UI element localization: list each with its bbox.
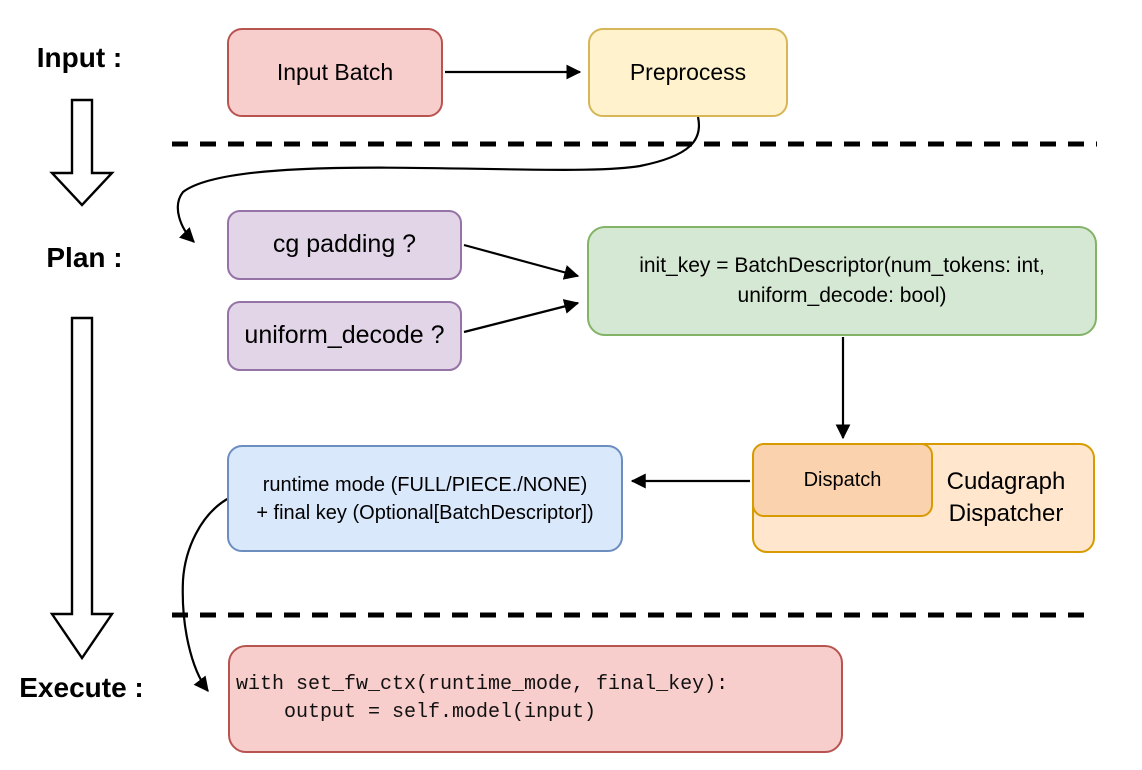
node-input-batch-label: Input Batch <box>276 59 394 86</box>
node-init-key: init_key = BatchDescriptor(num_tokens: i… <box>587 226 1097 336</box>
execute-code-line1: with set_fw_ctx(runtime_mode, final_key)… <box>236 673 729 696</box>
node-uniform-decode-label: uniform_decode ? <box>244 321 445 350</box>
node-uniform-decode: uniform_decode ? <box>227 301 462 371</box>
node-dispatch-label: Dispatch <box>803 468 882 491</box>
node-runtime-mode-line2: + final key (Optional[BatchDescriptor]) <box>256 501 594 524</box>
stage-arrow-input-to-plan-icon <box>49 98 115 207</box>
node-cg-padding-label: cg padding ? <box>272 230 417 259</box>
node-runtime-mode: runtime mode (FULL/PIECE./NONE) + final … <box>227 445 623 552</box>
node-preprocess: Preprocess <box>588 28 788 117</box>
node-init-key-line2: uniform_decode: bool) <box>737 284 947 307</box>
node-init-key-line1: init_key = BatchDescriptor(num_tokens: i… <box>639 254 1045 277</box>
arrow-cg-padding-to-init-key <box>463 243 580 280</box>
node-runtime-mode-line1: runtime mode (FULL/PIECE./NONE) <box>262 473 588 496</box>
node-cg-padding: cg padding ? <box>227 210 462 280</box>
stage-label-plan: Plan : <box>46 242 123 273</box>
stage-label-input: Input : <box>36 42 123 73</box>
stage-arrow-plan-to-execute-icon <box>49 316 115 661</box>
stage-label-execute: Execute : <box>19 672 144 703</box>
node-cudagraph-dispatcher-label: Cudagraph Dispatcher <box>927 445 1085 551</box>
node-input-batch: Input Batch <box>227 28 443 117</box>
execute-code-line2: output = self.model(input) <box>236 701 597 724</box>
node-execute-code: with set_fw_ctx(runtime_mode, final_key)… <box>228 645 843 753</box>
node-cudagraph-dispatcher-line1: Cudagraph <box>946 468 1066 495</box>
arrow-uniform-decode-to-init-key <box>463 299 580 334</box>
node-preprocess-label: Preprocess <box>629 59 747 86</box>
node-dispatch: Dispatch <box>752 443 933 517</box>
node-cudagraph-dispatcher-line2: Dispatcher <box>948 500 1064 527</box>
arrow-runtime-mode-to-execute-code <box>181 497 230 692</box>
arrow-preprocess-to-cg-padding <box>176 116 701 243</box>
